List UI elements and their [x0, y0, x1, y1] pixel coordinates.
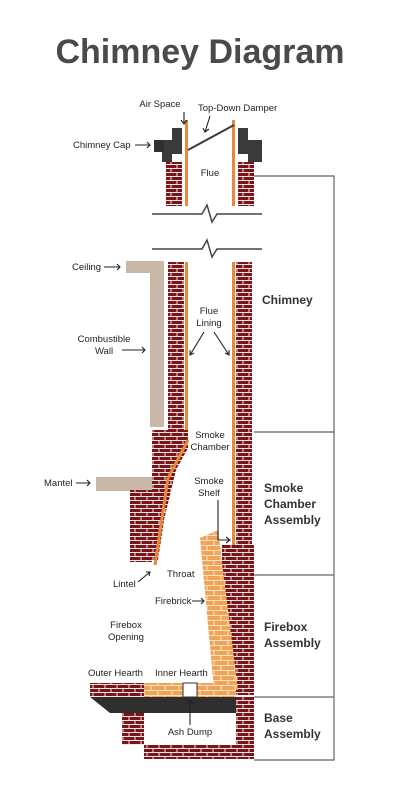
hearth-slab	[90, 697, 236, 713]
arrow-smoke-shelf	[217, 500, 231, 544]
label-lintel: Lintel	[113, 579, 136, 590]
label-flue-lining-2: Lining	[196, 318, 221, 329]
label-mantel: Mantel	[44, 478, 73, 489]
arrow-flue-lining-left	[189, 331, 205, 356]
damper-plate	[187, 124, 235, 151]
top-right-brick	[238, 162, 254, 206]
label-inner-hearth: Inner Hearth	[155, 668, 208, 679]
arrow-air-space	[180, 112, 188, 125]
section-bracket	[254, 175, 335, 761]
arrow-combustible-wall	[122, 346, 146, 354]
arrow-damper	[202, 115, 211, 133]
label-smoke-shelf-1: Smoke	[194, 476, 224, 487]
ash-dump-opening	[182, 682, 198, 698]
arrow-ash-dump	[186, 699, 194, 725]
section-base-1: Base	[264, 711, 293, 725]
arrow-flue-lining-right	[213, 331, 230, 356]
section-smoke-chamber-3: Assembly	[264, 513, 321, 527]
base-right-brick	[236, 697, 254, 759]
firebrick-wall	[200, 530, 238, 690]
chimney-cap	[154, 128, 262, 162]
mantel-block	[96, 477, 152, 491]
label-outer-hearth: Outer Hearth	[88, 668, 143, 679]
section-chimney: Chimney	[262, 293, 313, 307]
flue-liner-left	[185, 262, 188, 432]
section-firebox-1: Firebox	[264, 620, 308, 634]
base-bottom-brick	[144, 745, 254, 759]
label-air-space: Air Space	[139, 99, 180, 110]
ceiling-block	[126, 261, 150, 273]
label-smoke-shelf-2: Shelf	[198, 488, 220, 499]
label-ceiling: Ceiling	[72, 262, 101, 273]
label-top-down-damper: Top-Down Damper	[198, 103, 277, 114]
label-chimney-cap: Chimney Cap	[73, 140, 131, 151]
chimney-right-brick	[236, 262, 252, 568]
top-left-brick	[166, 162, 182, 206]
top-left-liner	[185, 120, 188, 206]
section-firebox-2: Assembly	[264, 636, 321, 650]
combustible-wall-block	[150, 261, 164, 427]
smoke-chamber-liner	[166, 439, 190, 479]
flue-liner-right	[232, 262, 235, 547]
arrow-lintel	[137, 571, 151, 583]
base-left-brick	[122, 713, 144, 745]
section-base-2: Assembly	[264, 727, 321, 741]
label-smoke-chamber-1: Smoke	[195, 430, 225, 441]
section-smoke-chamber-1: Smoke	[264, 481, 304, 495]
arrow-ceiling	[104, 263, 121, 271]
arrow-firebrick	[192, 597, 205, 605]
label-smoke-chamber-2: Chamber	[190, 442, 229, 453]
label-flue: Flue	[201, 168, 219, 179]
label-firebox-opening-1: Firebox	[110, 620, 142, 631]
label-ash-dump: Ash Dump	[168, 727, 212, 738]
label-firebrick: Firebrick	[155, 596, 192, 607]
top-right-liner	[232, 120, 235, 206]
outer-hearth-brick	[90, 683, 144, 697]
break-line-lower	[152, 238, 262, 259]
arrow-mantel	[76, 479, 91, 487]
label-throat: Throat	[167, 569, 195, 580]
arrow-chimney-cap	[135, 141, 151, 149]
page-title: Chimney Diagram	[55, 33, 344, 71]
lintel-brick	[130, 490, 152, 562]
label-flue-lining-1: Flue	[200, 306, 218, 317]
label-firebox-opening-2: Opening	[108, 632, 144, 643]
label-combustible-wall-2: Wall	[95, 346, 113, 357]
label-combustible-wall-1: Combustible	[78, 334, 131, 345]
section-smoke-chamber-2: Chamber	[264, 497, 316, 511]
chimney-left-brick	[168, 262, 184, 430]
break-line-upper	[152, 203, 262, 224]
